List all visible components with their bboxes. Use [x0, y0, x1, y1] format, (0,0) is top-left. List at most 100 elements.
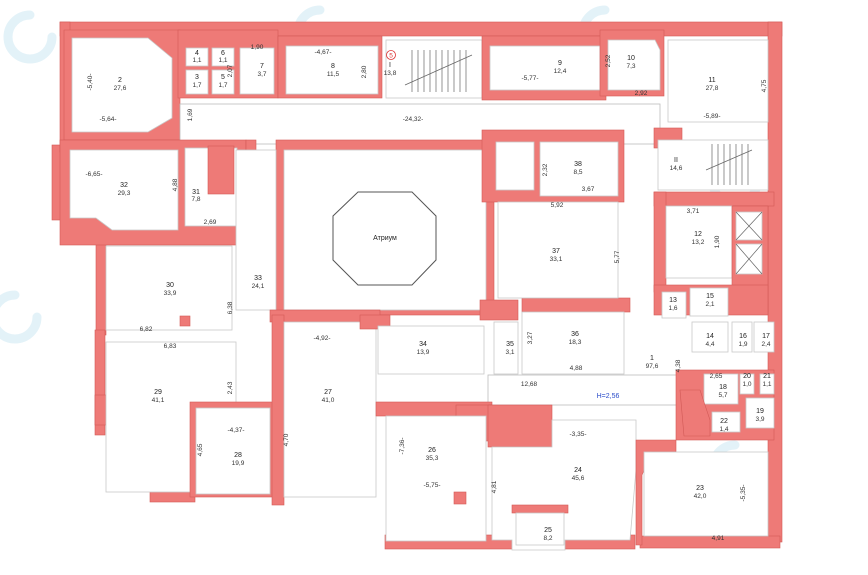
dimension-label: -5,77-	[522, 75, 539, 82]
svg-text:22: 22	[720, 418, 728, 425]
dimension-label: -5,89-	[704, 113, 721, 120]
svg-text:14: 14	[706, 333, 714, 340]
svg-text:29,3: 29,3	[118, 190, 131, 197]
svg-text:18: 18	[719, 384, 727, 391]
svg-text:3: 3	[195, 74, 199, 81]
dimension-label: -4,67-	[315, 49, 332, 56]
top-row	[63, 29, 769, 141]
svg-text:21: 21	[763, 373, 771, 380]
svg-text:14,6: 14,6	[670, 165, 683, 172]
svg-text:7,8: 7,8	[191, 196, 200, 203]
room-label: 185,7	[718, 384, 727, 399]
svg-text:16: 16	[739, 333, 747, 340]
svg-text:33: 33	[254, 275, 262, 282]
room-label: 912,4	[554, 60, 567, 75]
svg-text:23: 23	[696, 485, 704, 492]
dimension-label: 5,92	[551, 202, 564, 209]
svg-text:41,1: 41,1	[152, 397, 165, 404]
dimension-label: 2,32	[542, 163, 549, 176]
dimension-label: 4,88	[172, 178, 179, 191]
dimension-label: 5,77	[614, 250, 621, 263]
svg-text:18,3: 18,3	[569, 339, 582, 346]
dimension-label: -5,40-	[87, 74, 94, 91]
svg-text:41,0: 41,0	[322, 397, 335, 404]
room-label: 51,7	[218, 74, 227, 89]
dimension-label: 6,38	[227, 301, 234, 314]
dimension-label: 4,91	[712, 535, 725, 542]
svg-text:28: 28	[234, 452, 242, 459]
svg-text:5,7: 5,7	[718, 392, 727, 399]
svg-text:3,9: 3,9	[755, 416, 764, 423]
room-label: 211,1	[762, 373, 771, 388]
svg-text:97,6: 97,6	[646, 363, 659, 370]
svg-text:1,1: 1,1	[218, 57, 227, 64]
svg-text:3,1: 3,1	[505, 349, 514, 356]
svg-text:6: 6	[221, 50, 225, 57]
room-label: 73,7	[257, 63, 266, 78]
room-label: I13,8	[384, 62, 397, 77]
svg-text:7: 7	[260, 63, 264, 70]
svg-text:1,9: 1,9	[738, 341, 747, 348]
dimension-label: -24,32-	[403, 116, 424, 123]
dimension-label: 2,69	[204, 219, 217, 226]
left-column	[59, 139, 275, 498]
room-label: 131,6	[668, 297, 677, 312]
svg-text:8,5: 8,5	[573, 169, 582, 176]
svg-text:3,7: 3,7	[257, 71, 266, 78]
ceiling-height-label: H=2,56	[597, 393, 620, 400]
dimension-label: 3,27	[527, 331, 534, 344]
dimension-label: 1,90	[714, 235, 721, 248]
svg-text:17: 17	[762, 333, 770, 340]
svg-text:35,3: 35,3	[426, 455, 439, 462]
dimension-label: 2,52	[605, 54, 612, 67]
dimension-label: -6,65-	[86, 171, 103, 178]
dimension-label: 2,92	[635, 90, 648, 97]
svg-text:13,8: 13,8	[384, 70, 397, 77]
room-label: 144,4	[705, 333, 714, 348]
room-label: 227,6	[114, 77, 127, 92]
svg-text:9: 9	[558, 60, 562, 67]
svg-text:II: II	[674, 157, 678, 164]
svg-text:42,0: 42,0	[694, 493, 707, 500]
svg-text:1,0: 1,0	[742, 381, 751, 388]
room-label: 317,8	[191, 189, 200, 203]
svg-text:27,8: 27,8	[706, 85, 719, 92]
svg-text:1,6: 1,6	[668, 305, 677, 312]
room-labels: 227,6 41,1 61,1 31,7 51,7 73,7 811,5 I13…	[114, 50, 772, 542]
svg-text:11,5: 11,5	[327, 71, 340, 78]
dimension-label: -4,37-	[228, 427, 245, 434]
room-label: 353,1	[505, 341, 514, 356]
svg-text:12,4: 12,4	[554, 68, 567, 75]
svg-text:1,1: 1,1	[762, 381, 771, 388]
room-label: 172,4	[761, 333, 770, 348]
svg-text:5: 5	[389, 53, 393, 60]
svg-text:13: 13	[669, 297, 677, 304]
room-label: 31,7	[192, 74, 201, 89]
dimension-label: 3,71	[687, 208, 700, 215]
svg-text:32: 32	[120, 182, 128, 189]
svg-text:1,4: 1,4	[719, 426, 728, 433]
svg-text:29: 29	[154, 389, 162, 396]
svg-text:27,6: 27,6	[114, 85, 127, 92]
central-block	[235, 139, 631, 506]
dimension-label: 2,07	[227, 64, 234, 77]
svg-text:19: 19	[756, 408, 764, 415]
dimension-label: -5,75-	[424, 482, 441, 489]
svg-text:1,7: 1,7	[192, 82, 201, 89]
svg-text:7,3: 7,3	[626, 63, 635, 70]
svg-text:33,1: 33,1	[550, 256, 563, 263]
dimension-label: 2,65	[710, 373, 723, 380]
room-label: 258,2	[543, 527, 552, 542]
room-label: 388,5	[573, 161, 582, 176]
svg-text:33,9: 33,9	[164, 290, 177, 297]
hall-1	[487, 374, 679, 406]
dimension-label: -5,35-	[740, 485, 747, 502]
svg-text:10: 10	[627, 55, 635, 62]
svg-text:37: 37	[552, 248, 560, 255]
